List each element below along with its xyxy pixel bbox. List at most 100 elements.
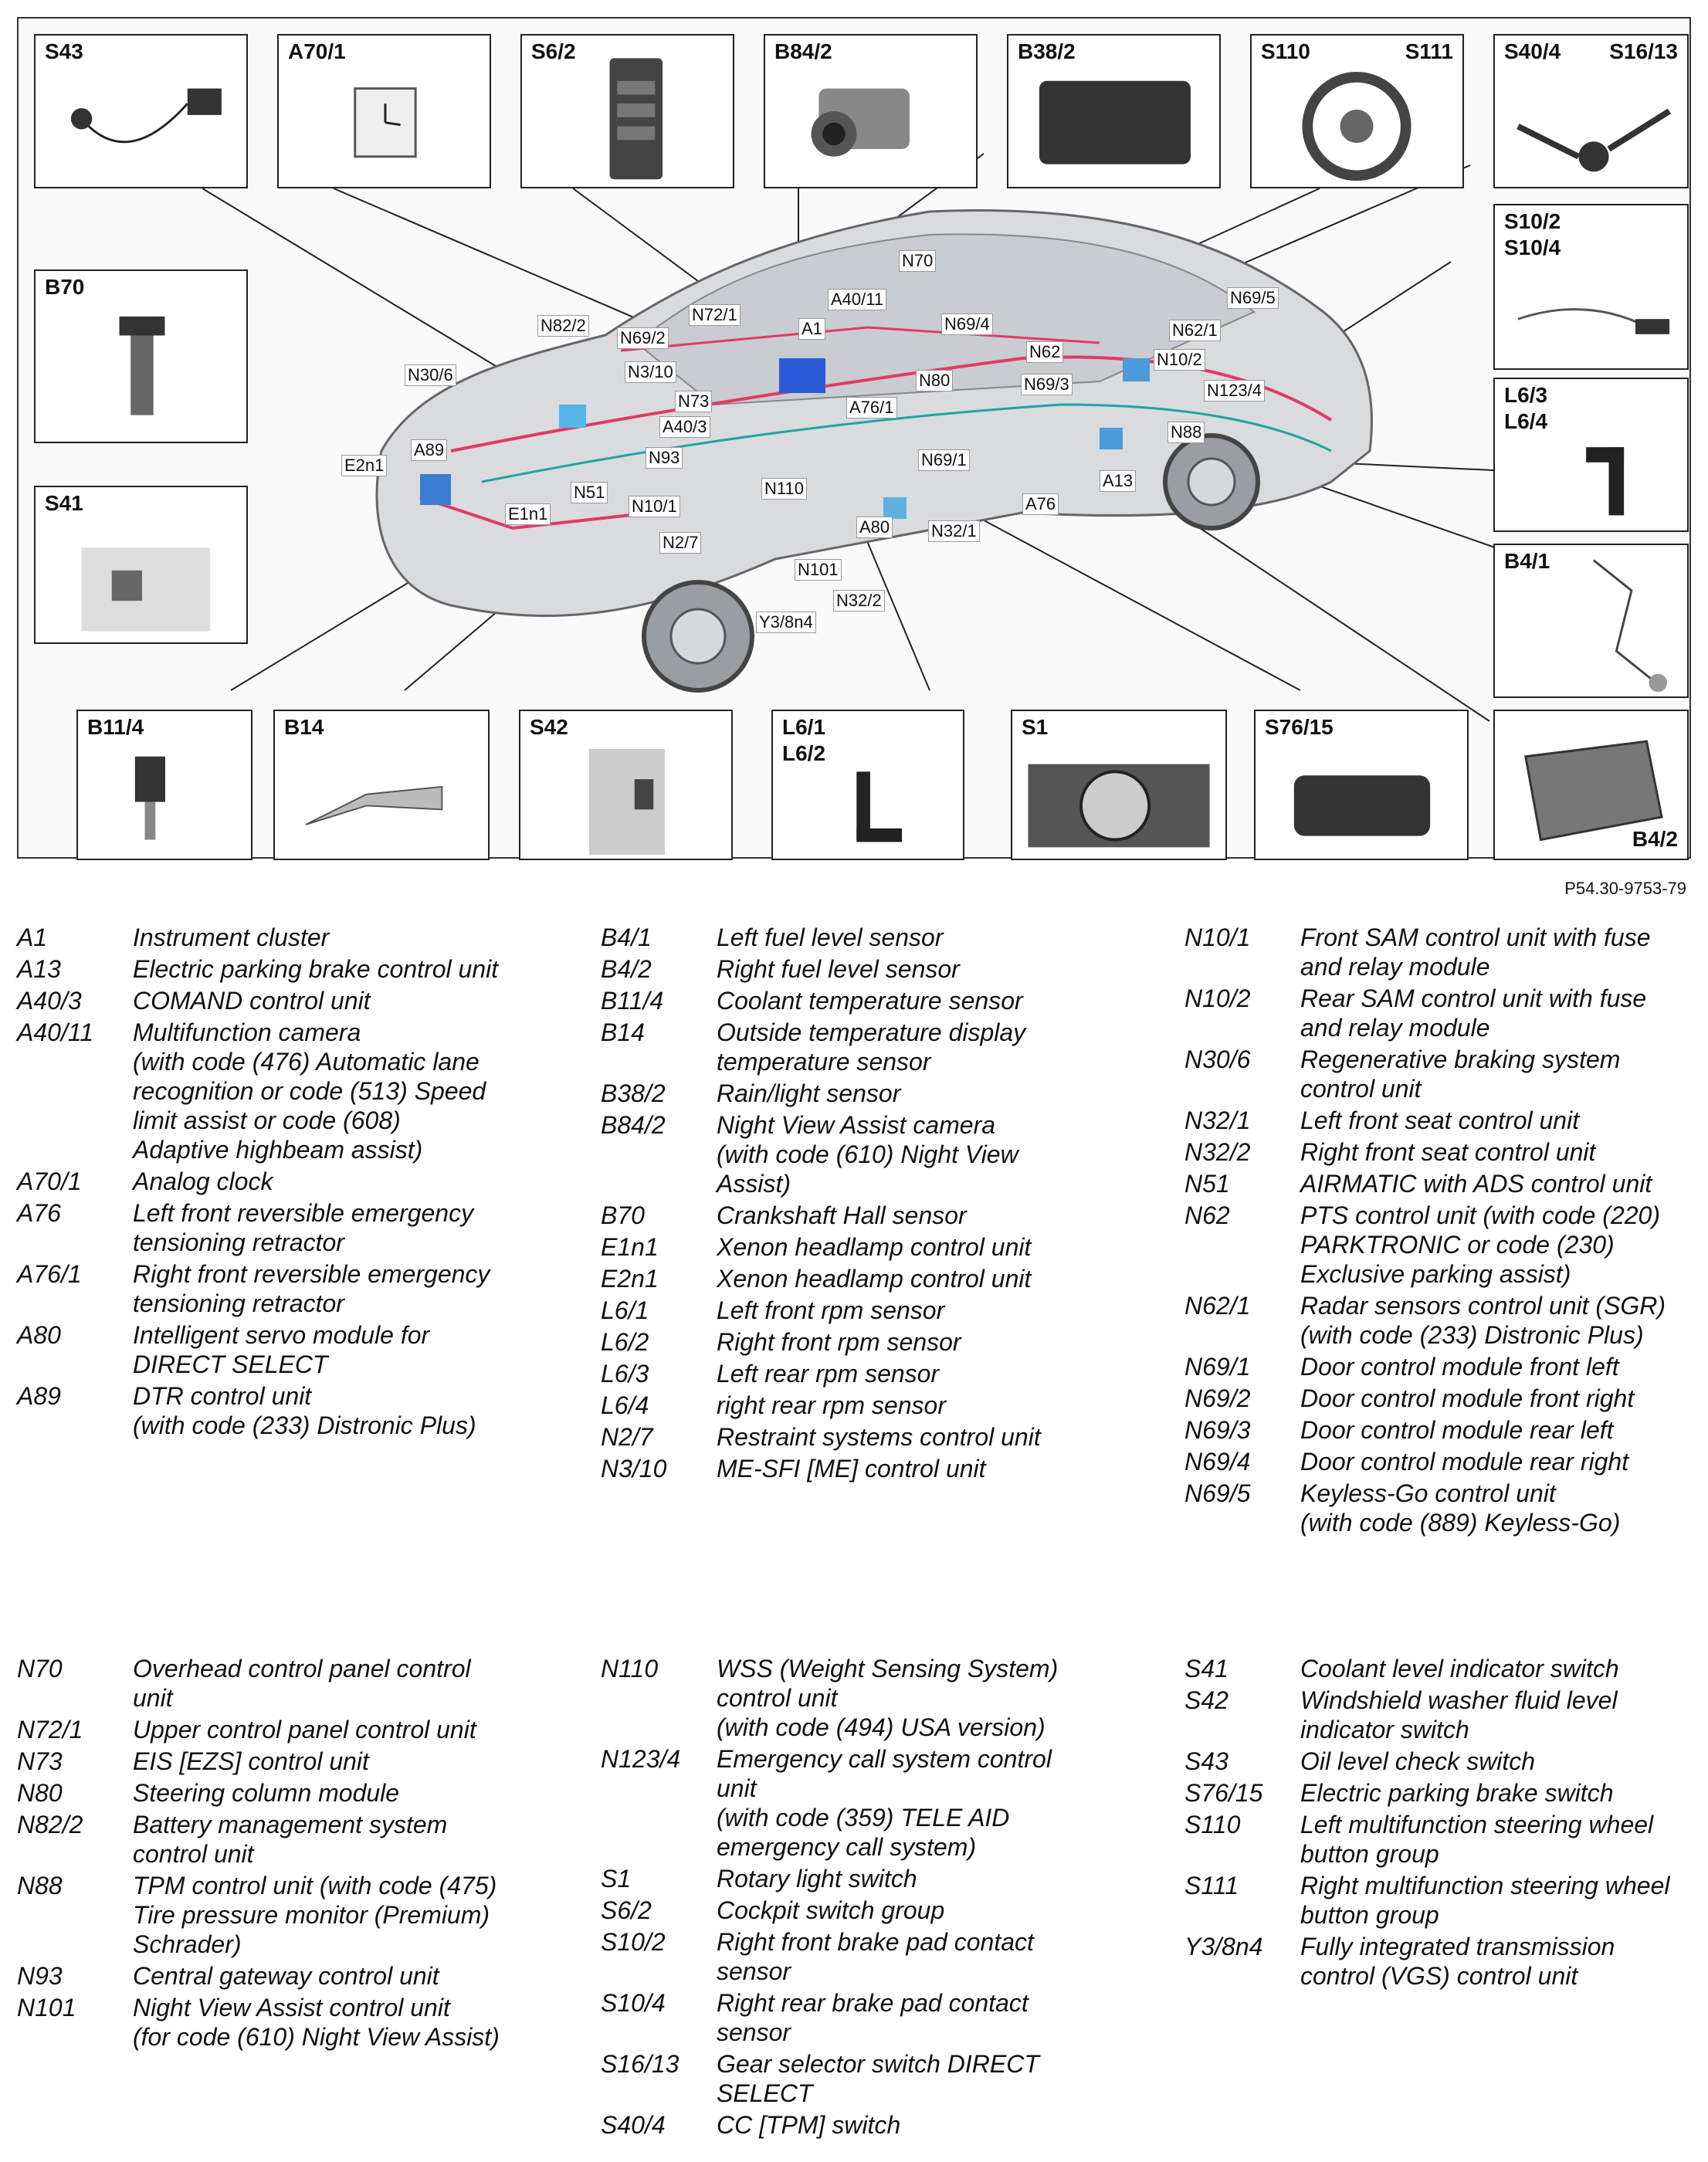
legend-code: N69/3: [1184, 1416, 1251, 1444]
legend-code: A13: [17, 955, 61, 983]
callout-a89: A89: [411, 439, 448, 461]
legend-code: N32/2: [1184, 1138, 1251, 1166]
box-b4-1: B4/1: [1493, 544, 1689, 698]
legend-entry: N30/6 Regenerative braking system control…: [1184, 1045, 1706, 1103]
legend-code: N3/10: [601, 1455, 667, 1483]
legend-description: right rear rpm sensor: [717, 1391, 946, 1419]
legend-description: Night View Assist control unit (for code…: [133, 1994, 500, 2051]
box-label: B14: [284, 715, 324, 739]
legend-code: A1: [17, 923, 48, 951]
legend-description: Upper control panel control unit: [133, 1716, 476, 1743]
legend-description: Windshield washer fluid level indicator …: [1300, 1686, 1618, 1743]
legend-description: Right front brake pad contact sensor: [717, 1928, 1034, 1985]
legend-entry: N69/4 Door control module rear right: [1184, 1447, 1706, 1476]
callout-a40-11: A40/11: [828, 289, 887, 310]
legend-description: Front SAM control unit with fuse and rel…: [1300, 923, 1651, 981]
box-b70: B70: [34, 269, 248, 443]
legend-description: Left front reversible emergency tensioni…: [133, 1199, 474, 1256]
legend-code: N88: [17, 1872, 63, 1899]
legend-description: Left multifunction steering wheel button…: [1300, 1811, 1654, 1868]
legend-code: N101: [17, 1994, 76, 2021]
legend-description: CC [TPM] switch: [717, 2111, 901, 2139]
legend-description: COMAND control unit: [133, 987, 371, 1015]
box-label: S16/13: [1609, 39, 1678, 63]
legend-description: Crankshaft Hall sensor: [717, 1201, 967, 1229]
callout-n72-1: N72/1: [689, 304, 740, 326]
box-label: L6/3 L6/4: [1504, 383, 1548, 433]
rpm-sensor-icon: [856, 771, 903, 842]
callout-n80: N80: [916, 370, 954, 391]
rain-light-sensor-icon: [1039, 80, 1191, 164]
legend-code: B84/2: [601, 1111, 666, 1139]
callout-n73: N73: [675, 391, 713, 412]
outside-temp-sensor-icon: [305, 785, 443, 825]
legend-description: Rain/light sensor: [717, 1079, 901, 1107]
rotary-light-switch-icon: [1028, 764, 1210, 848]
legend-code: N30/6: [1184, 1045, 1251, 1073]
crankshaft-sensor-icon: [119, 316, 165, 415]
legend-description: Cockpit switch group: [717, 1896, 945, 1924]
callout-n62: N62: [1026, 341, 1064, 363]
legend-code: N70: [17, 1655, 63, 1682]
box-label: B4/2: [1632, 827, 1678, 851]
legend-code: E1n1: [601, 1233, 659, 1261]
legend-description: Regenerative braking system control unit: [1300, 1045, 1621, 1103]
callout-a40-3: A40/3: [659, 416, 710, 438]
legend-code: N69/4: [1184, 1448, 1251, 1476]
legend-description: EIS [EZS] control unit: [133, 1747, 369, 1775]
legend-description: Multifunction camera (with code (476) Au…: [133, 1018, 486, 1164]
callout-a76-1: A76/1: [846, 397, 897, 419]
legend-description: Steering column module: [133, 1779, 400, 1807]
box-label: S40/4: [1504, 39, 1561, 63]
legend-code: N62/1: [1184, 1292, 1251, 1320]
legend-description: WSS (Weight Sensing System) control unit…: [717, 1655, 1059, 1741]
legend-code: N10/2: [1184, 984, 1251, 1012]
oil-level-switch-icon: [70, 88, 222, 144]
box-s43: S43: [34, 34, 248, 188]
box-s40-4-s16-13: S40/4 S16/13: [1493, 34, 1689, 188]
legend-code: N110: [601, 1655, 659, 1682]
legend-description: Right fuel level sensor: [717, 955, 960, 983]
legend-description: Left rear rpm sensor: [717, 1360, 940, 1388]
steering-wheel-icon: [1302, 72, 1411, 181]
legend-code: A70/1: [17, 1167, 82, 1195]
callout-a1: A1: [798, 318, 825, 340]
legend-description: Fully integrated transmission control (V…: [1300, 1933, 1615, 1990]
box-label: S41: [45, 491, 83, 515]
callout-n110: N110: [761, 478, 807, 500]
legend-description: Instrument cluster: [133, 923, 330, 951]
legend-description: Battery management system control unit: [133, 1811, 448, 1868]
legend-description: ME-SFI [ME] control unit: [717, 1455, 986, 1483]
legend-description: Outside temperature display temperature …: [717, 1018, 1026, 1076]
legend-column-5: N110 WSS (Weight Sensing System) control …: [601, 1654, 1157, 2142]
legend-code: E2n1: [601, 1265, 659, 1293]
legend-description: Left front rpm sensor: [717, 1296, 945, 1324]
box-label: S110: [1261, 39, 1310, 63]
legend-description: Door control module rear right: [1300, 1448, 1629, 1476]
box-b11-4: B11/4: [76, 710, 252, 860]
legend-code: N32/1: [1184, 1106, 1251, 1134]
legend-code: N82/2: [17, 1811, 83, 1838]
legend-code: Y3/8n4: [1184, 1933, 1263, 1960]
box-b4-2: B4/2: [1493, 710, 1689, 860]
legend-description: Analog clock: [133, 1167, 273, 1195]
callout-n3-10: N3/10: [625, 361, 676, 383]
legend-description: Intelligent servo module for DIRECT SELE…: [133, 1321, 430, 1378]
